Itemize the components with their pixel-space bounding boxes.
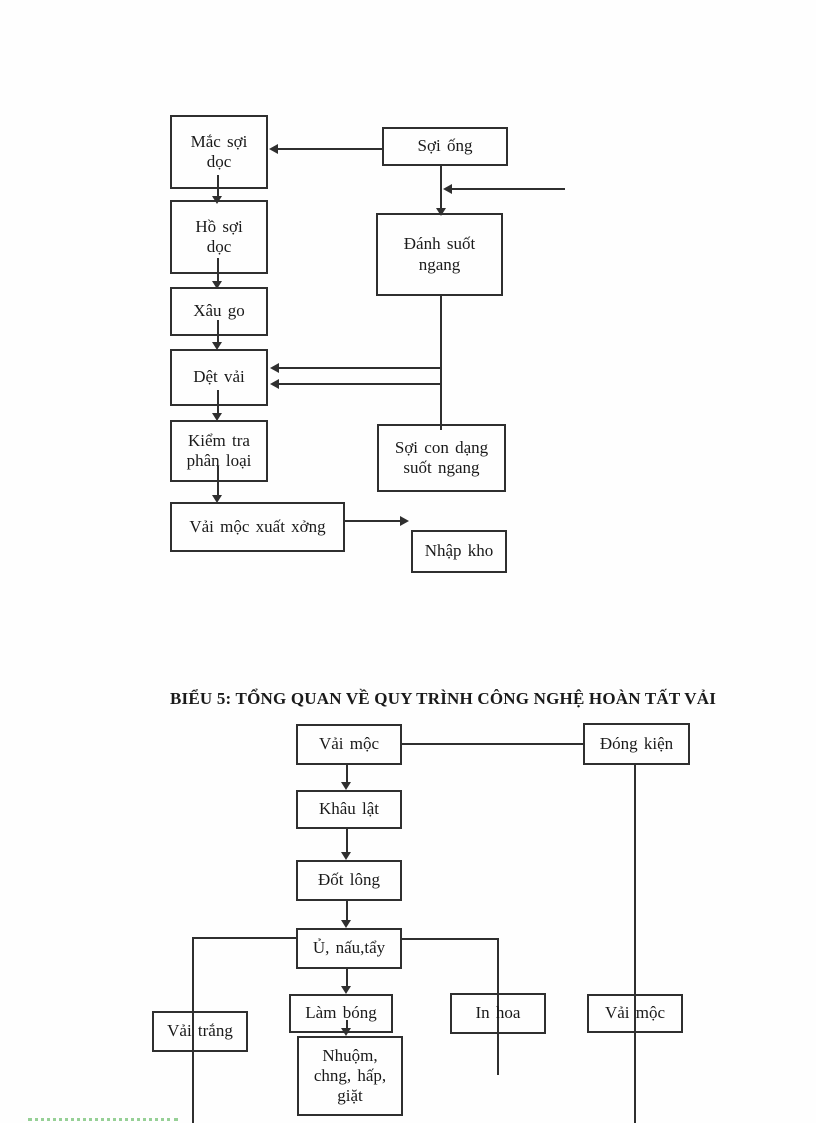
connector-soi-ong-to-mac-soi-doc [278, 148, 382, 150]
flow-box-xau-go: Xâu go [170, 287, 268, 336]
connector-dot-long-to-u-nau-tay [346, 901, 348, 920]
flow-box-khau-lat: Khâu lật [296, 790, 402, 829]
flow-box-dot-long: Đốt lông [296, 860, 402, 901]
diagram2-title: BIỂU 5: TỔNG QUAN VỀ QUY TRÌNH CÔNG NGHỆ… [170, 689, 717, 708]
flow-box-u-nau-tay: Ủ, nấu,tẩy [296, 928, 402, 969]
flow-box-vai-moc-top: Vải mộc [296, 724, 402, 765]
flow-box-in-hoa: In hoa [450, 993, 546, 1034]
arrowhead-to-nhap-kho [400, 516, 409, 526]
flow-box-nhap-kho: Nhập kho [411, 530, 507, 573]
flow-box-vai-trang: Vải trắng [152, 1011, 248, 1052]
arrowhead-det-vai-upper [270, 363, 279, 373]
arrowhead-into-lam-bong [341, 986, 351, 994]
connector-det-to-kiem [217, 390, 219, 414]
connector-danh-suot-ngang-down [440, 296, 442, 430]
arrowhead-into-dot-long [341, 852, 351, 860]
arrowhead-into-u-nau-tay [341, 920, 351, 928]
arrowhead-into-danh-suot-ngang [436, 208, 446, 216]
arrowhead-into-mac-soi-doc [269, 144, 278, 154]
connector-branch-left-horizontal [192, 937, 296, 939]
connector-branch-right-horizontal [402, 938, 499, 940]
connector-ho-to-xau [217, 258, 219, 282]
flow-box-lam-bong: Làm bóng [289, 994, 393, 1033]
connector-vai-moc-to-khau-lat [346, 765, 348, 782]
flow-box-nhuom-chng-hap-giat: Nhuộm, chng, hấp, giặt [297, 1036, 403, 1116]
connector-mac-to-ho [217, 175, 219, 197]
flow-box-kiem-tra-phan-loai: Kiểm tra phân loại [170, 420, 268, 482]
flow-box-danh-suot-ngang: Đánh suốt ngang [376, 213, 503, 296]
connector-u-nau-tay-to-lam-bong [346, 969, 348, 986]
connector-to-det-vai-lower [279, 383, 442, 385]
flow-box-vai-moc-right: Vải mộc [587, 994, 683, 1033]
arrowhead-xau-to-det [212, 342, 222, 350]
connector-vai-moc-to-dong-kien [402, 743, 583, 745]
connector-lam-bong-to-nhuom [346, 1020, 348, 1028]
arrowhead-det-to-kiem [212, 413, 222, 421]
arrowhead-det-vai-lower [270, 379, 279, 389]
connector-from-right-edge [452, 188, 565, 190]
flow-box-ho-soi-doc: Hồ sợi dọc [170, 200, 268, 274]
flow-box-mac-soi-doc: Mắc sợi dọc [170, 115, 268, 189]
flow-box-soi-ong: Sợi ống [382, 127, 508, 166]
connector-vai-moc-to-nhap-kho [345, 520, 402, 522]
flow-box-soi-con-dang-suot-ngang: Sợi con dạng suốt ngang [377, 424, 506, 492]
connector-branch-left-vertical [192, 937, 194, 1123]
connector-branch-right-vertical [497, 938, 499, 1075]
arrowhead-into-khau-lat [341, 782, 351, 790]
arrowhead-kiem-to-vai-moc [212, 495, 222, 503]
flow-box-dong-kien: Đóng kiện [583, 723, 690, 765]
connector-soi-ong-down [440, 166, 442, 215]
connector-khau-lat-to-dot-long [346, 829, 348, 852]
arrowhead-ho-to-xau [212, 281, 222, 289]
connector-to-det-vai-upper [279, 367, 442, 369]
connector-xau-to-det [217, 320, 219, 343]
arrowhead-into-soi-ong-line [443, 184, 452, 194]
connector-dong-kien-down [634, 765, 636, 1123]
green-dotted-line-artifact [28, 1118, 178, 1121]
flow-box-vai-moc-xuat-xong: Vải mộc xuất xởng [170, 502, 345, 552]
flow-box-det-vai: Dệt vải [170, 349, 268, 406]
